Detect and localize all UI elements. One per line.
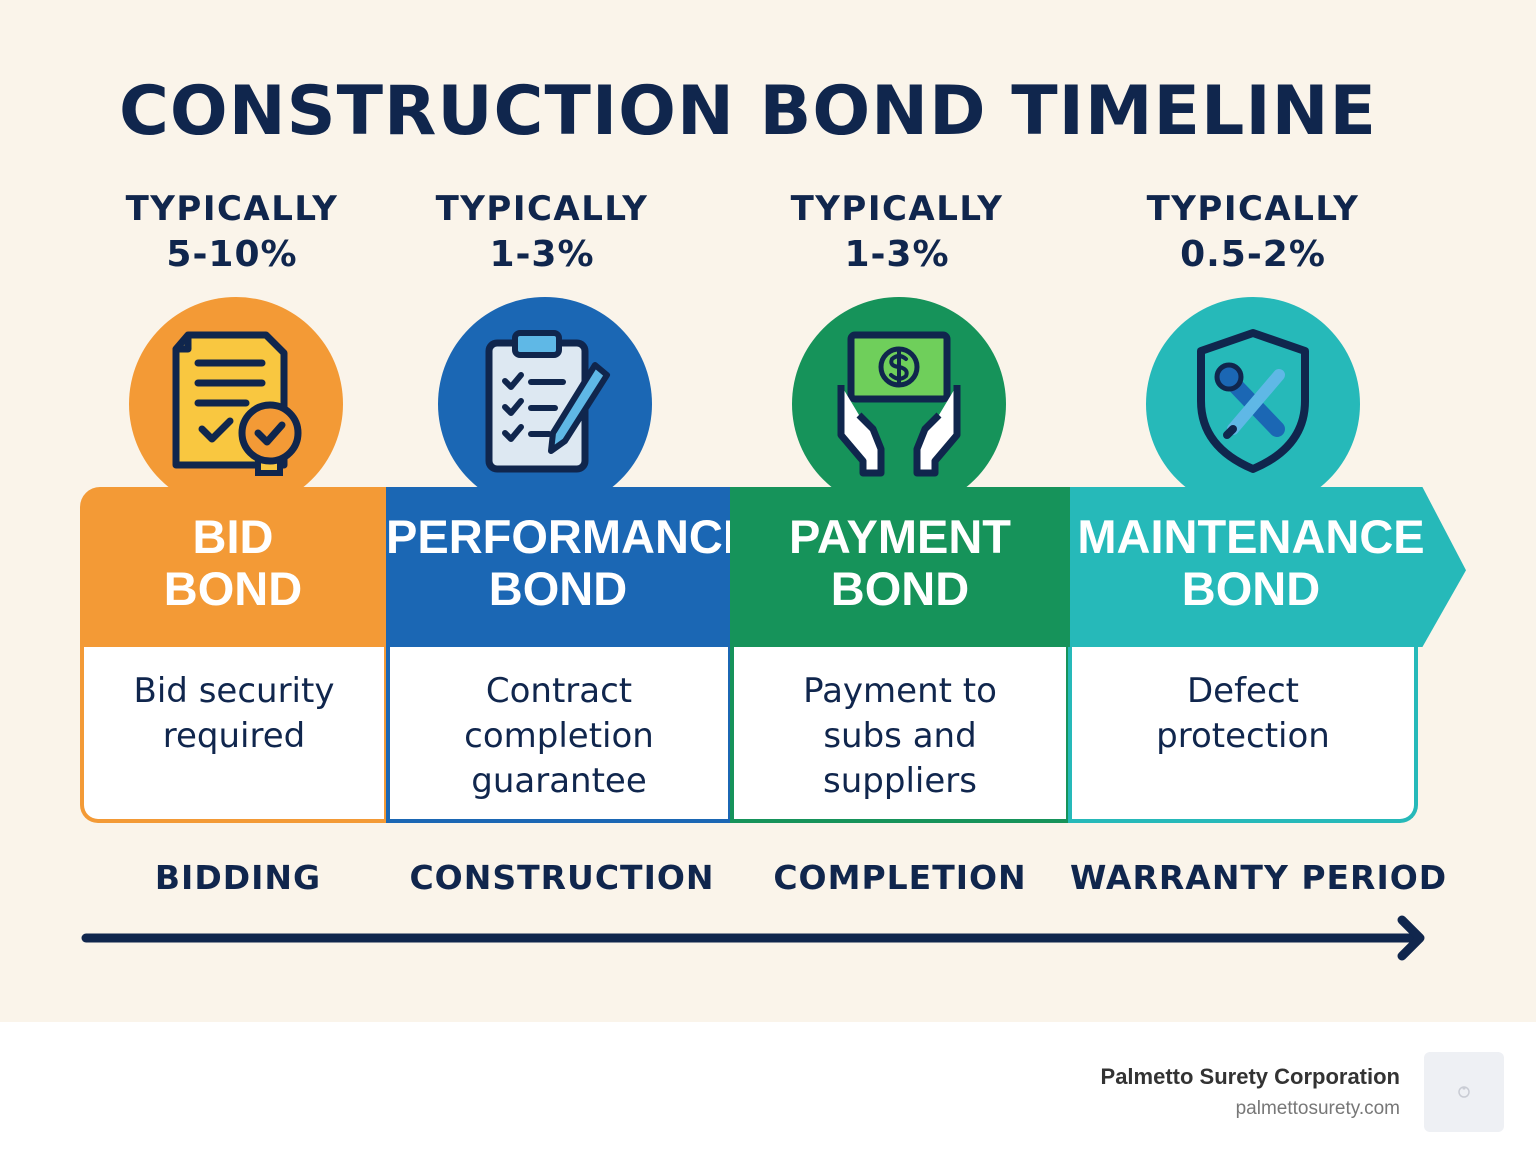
document-badge-icon: [172, 331, 302, 476]
bond-description: Contract completion guarantee: [464, 671, 654, 801]
payment-bond-description-cell: Payment to subs and suppliers: [730, 647, 1070, 823]
payment-bond-circle: [792, 297, 1006, 511]
phase-bidding: BIDDING: [154, 858, 322, 897]
phase-construction: CONSTRUCTION: [409, 858, 715, 897]
arrow-head-icon: [1397, 915, 1425, 961]
bond-name: PERFORMANCE BOND: [386, 510, 755, 615]
maintenance-bond-description-cell: Defect protection: [1068, 647, 1418, 823]
clipboard-pencil-icon: [485, 330, 610, 473]
infographic-canvas: CONSTRUCTION BOND TIMELINE TYPICALLY 5-1…: [0, 0, 1536, 1022]
rate-label: TYPICALLY: [790, 189, 1004, 229]
performance-bond-description-cell: Contract completion guarantee: [386, 647, 732, 823]
rate-label: TYPICALLY: [435, 189, 649, 229]
bond-description: Bid security required: [133, 671, 335, 756]
bond-name: BID BOND: [163, 510, 303, 615]
payment-bond-header: PAYMENT BOND: [730, 487, 1070, 647]
shield-tools-icon: [1197, 329, 1309, 473]
bond-name: PAYMENT BOND: [789, 510, 1011, 615]
footer-company: Palmetto Surety Corporation: [1100, 1064, 1400, 1089]
bid-bond-description-cell: Bid security required: [80, 647, 388, 823]
maintenance-bond-header: MAINTENANCE BOND: [1070, 487, 1466, 647]
rate-bid: TYPICALLY 5-10%: [62, 186, 402, 278]
footer-url: palmettosurety.com: [1235, 1098, 1400, 1119]
phase-completion: COMPLETION: [773, 858, 1027, 897]
phase-warranty-period: WARRANTY PERIOD: [1070, 858, 1448, 897]
rate-label: TYPICALLY: [125, 189, 339, 229]
rate-label: TYPICALLY: [1146, 189, 1360, 229]
logo-icon: [1458, 1086, 1470, 1098]
money-hands-icon: [837, 331, 961, 477]
page-title: CONSTRUCTION BOND TIMELINE: [118, 72, 1377, 151]
rate-payment: TYPICALLY 1-3%: [727, 186, 1067, 278]
timeline-arrow: [81, 915, 1425, 961]
performance-bond-header: PERFORMANCE BOND: [386, 487, 755, 647]
performance-bond-circle: [438, 297, 652, 511]
bid-bond-header: BID BOND: [80, 487, 386, 647]
bond-description: Defect protection: [1156, 671, 1330, 756]
maintenance-bond-circle: [1146, 297, 1360, 511]
bond-name: MAINTENANCE BOND: [1077, 510, 1425, 615]
rate-value: 5-10%: [166, 234, 298, 275]
rate-value: 1-3%: [489, 234, 595, 275]
rate-value: 0.5-2%: [1180, 234, 1326, 275]
company-logo: [1424, 1052, 1504, 1132]
rate-value: 1-3%: [844, 234, 950, 275]
rate-performance: TYPICALLY 1-3%: [372, 186, 712, 278]
bond-description: Payment to subs and suppliers: [803, 671, 997, 801]
rate-maintenance: TYPICALLY 0.5-2%: [1083, 186, 1423, 278]
bid-bond-circle: [129, 297, 343, 511]
